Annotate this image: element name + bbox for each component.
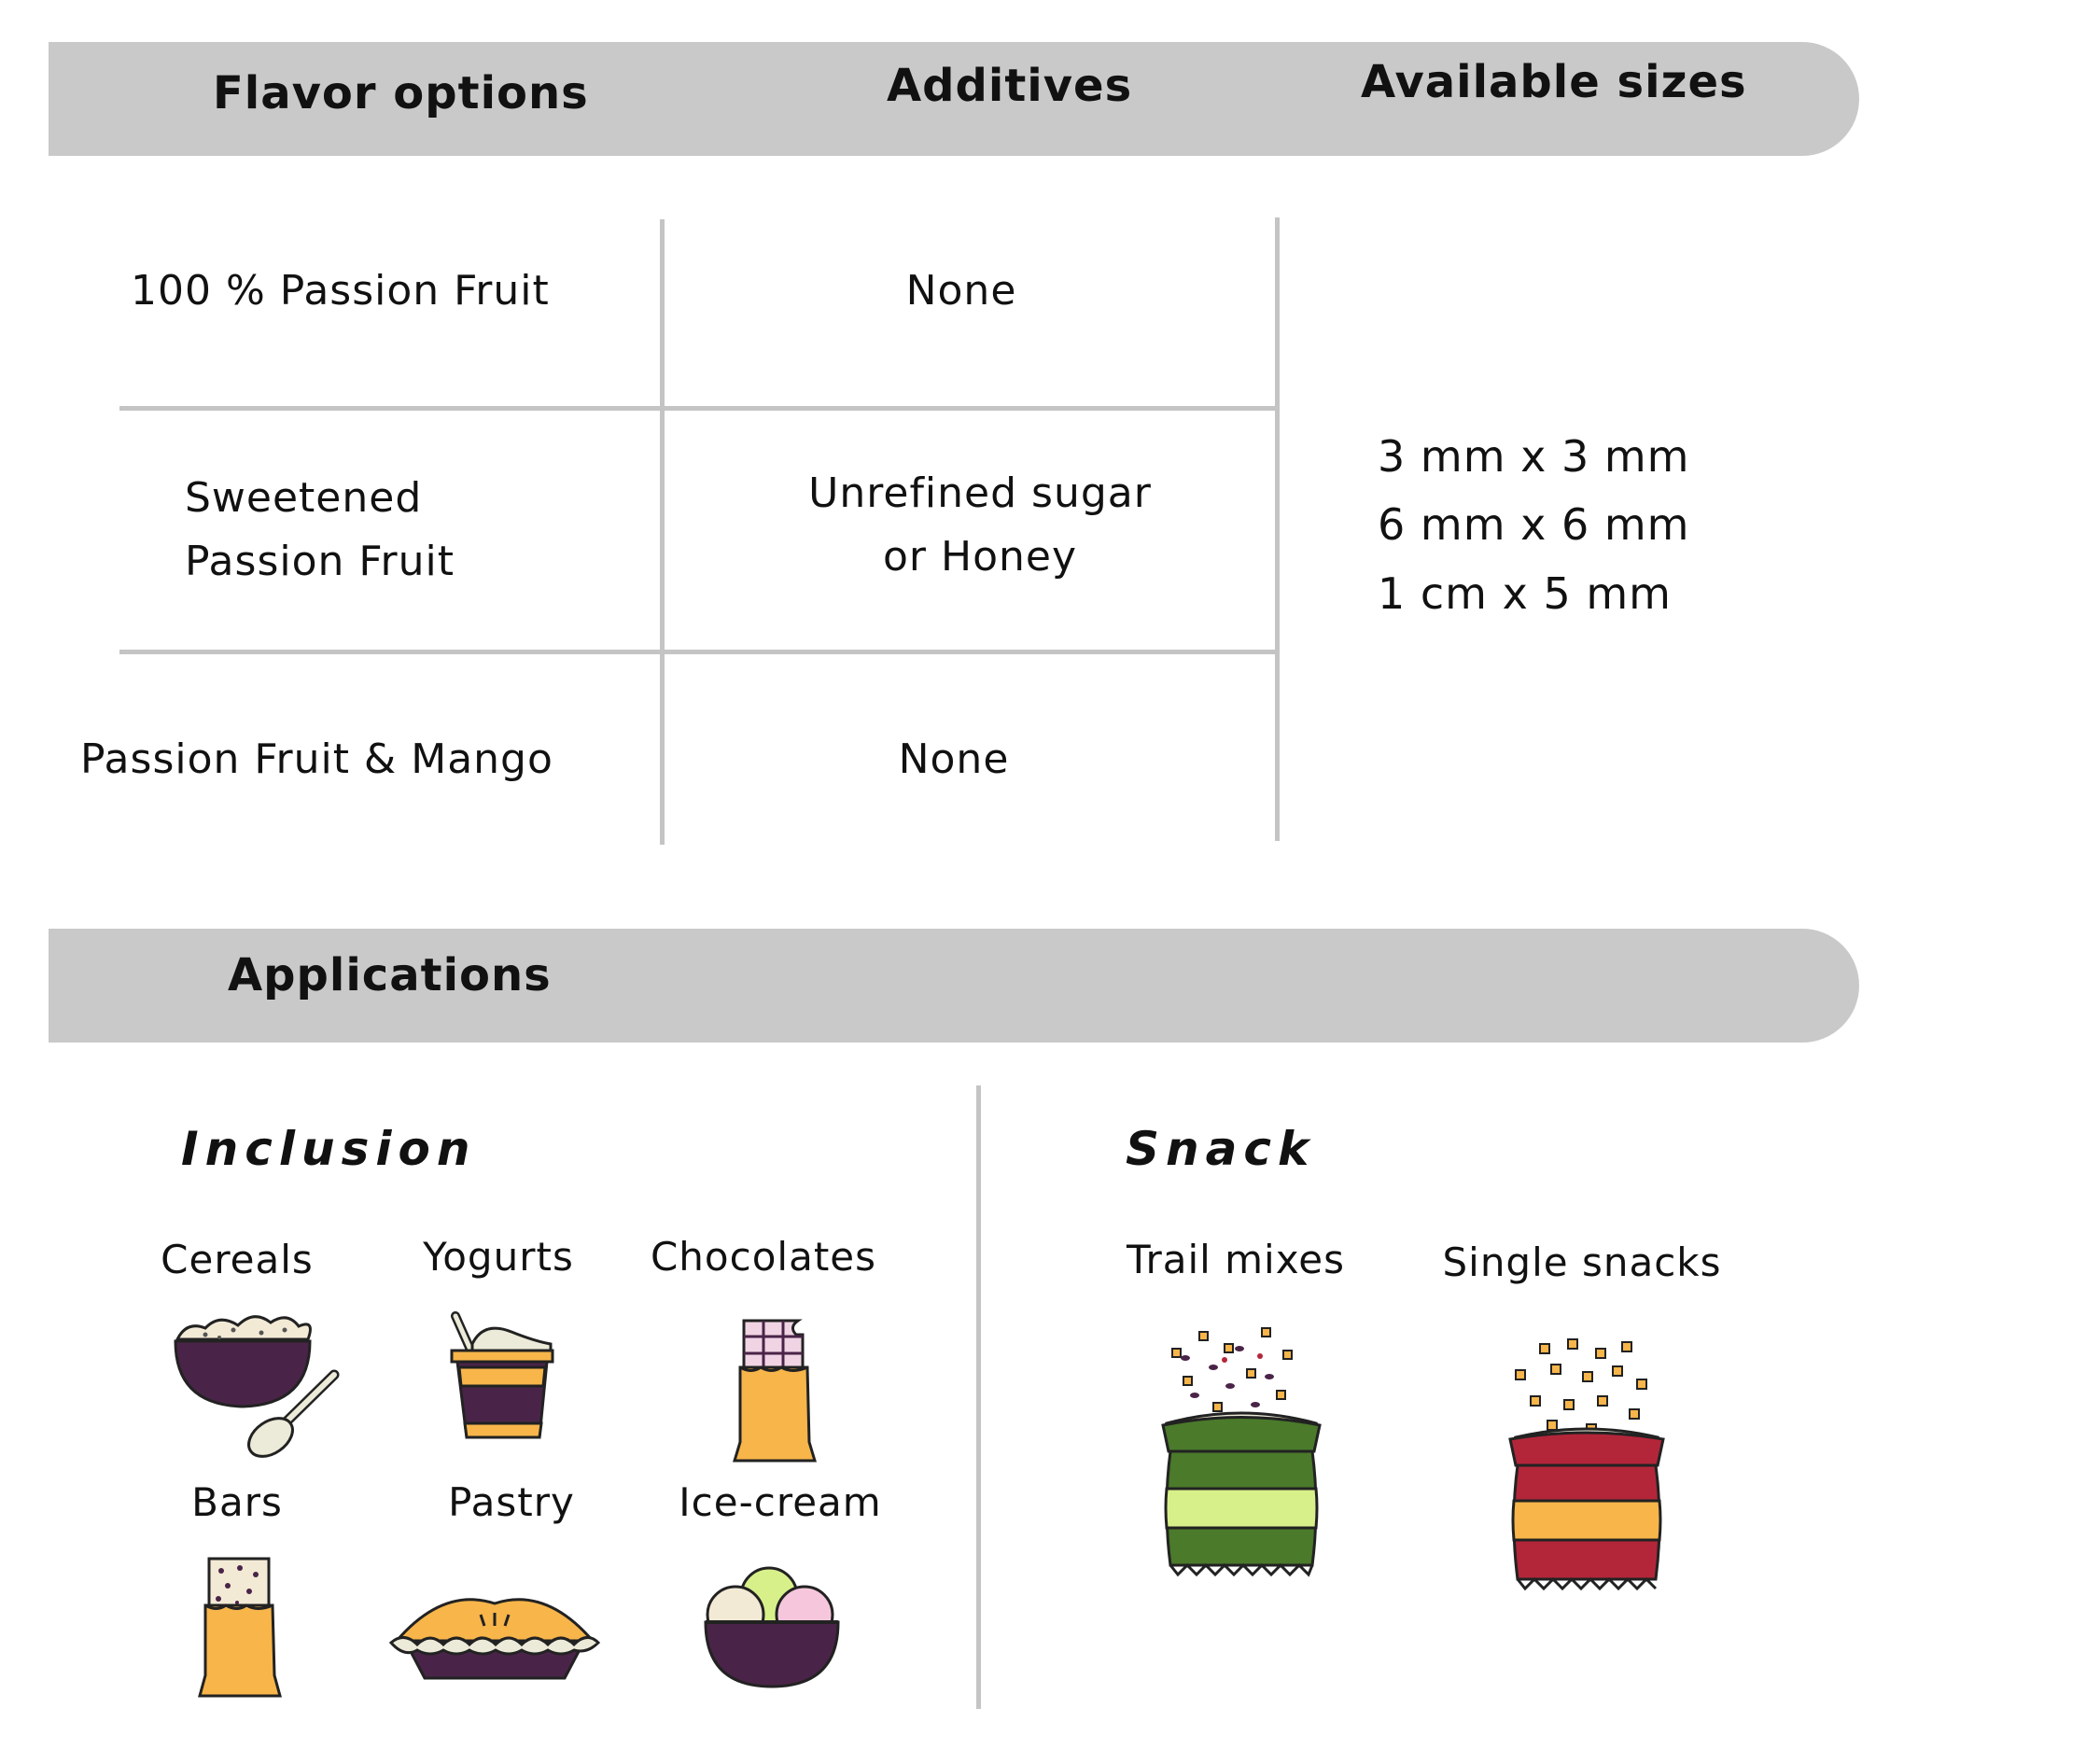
header-flavor-options: Flavor options xyxy=(213,67,589,119)
inclusion-label-bars: Bars xyxy=(191,1479,283,1525)
chocolate-bar-icon xyxy=(733,1319,817,1463)
inclusion-title: Inclusion xyxy=(181,1122,477,1176)
applications-title: Applications xyxy=(228,949,552,1001)
row-divider xyxy=(119,406,1279,411)
inclusion-label-ice-cream: Ice-cream xyxy=(679,1479,882,1525)
applications-divider xyxy=(976,1085,981,1709)
additive-cell-line2: or Honey xyxy=(883,533,1077,581)
header-additives: Additives xyxy=(887,60,1133,112)
additive-cell: None xyxy=(905,267,1017,315)
ice-cream-bowl-icon xyxy=(704,1566,840,1688)
flavor-cell-line1: Sweetened xyxy=(185,474,423,522)
snack-label-trail-mixes: Trail mixes xyxy=(1126,1237,1346,1282)
cereal-bowl-icon xyxy=(174,1315,340,1458)
additive-cell-line1: Unrefined sugar xyxy=(808,469,1152,517)
inclusion-label-cereals: Cereals xyxy=(161,1237,314,1282)
column-divider xyxy=(660,219,665,845)
row-divider xyxy=(119,650,1279,654)
inclusion-label-chocolates: Chocolates xyxy=(650,1234,877,1280)
trail-mix-bag-icon xyxy=(1161,1327,1322,1577)
size-item: 6 mm x 6 mm xyxy=(1378,499,1690,550)
snack-bag-icon xyxy=(1508,1338,1665,1591)
column-divider xyxy=(1275,217,1280,841)
additive-cell: None xyxy=(898,735,1010,783)
snack-label-single-snacks: Single snacks xyxy=(1442,1239,1722,1285)
inclusion-label-pastry: Pastry xyxy=(448,1479,575,1525)
inclusion-label-yogurts: Yogurts xyxy=(423,1234,574,1280)
size-item: 1 cm x 5 mm xyxy=(1378,568,1672,619)
table-header-bar xyxy=(49,42,1859,156)
flavor-cell-line2: Passion Fruit xyxy=(185,538,455,585)
granola-bar-icon xyxy=(198,1557,282,1698)
applications-header-bar xyxy=(49,929,1859,1043)
flavor-cell: Passion Fruit & Mango xyxy=(80,735,553,783)
pie-icon xyxy=(388,1598,601,1680)
size-item: 3 mm x 3 mm xyxy=(1378,431,1690,482)
snack-title: Snack xyxy=(1126,1122,1316,1176)
flavor-cell: 100 % Passion Fruit xyxy=(131,267,550,315)
yogurt-cup-icon xyxy=(450,1311,554,1439)
header-available-sizes: Available sizes xyxy=(1361,56,1747,108)
